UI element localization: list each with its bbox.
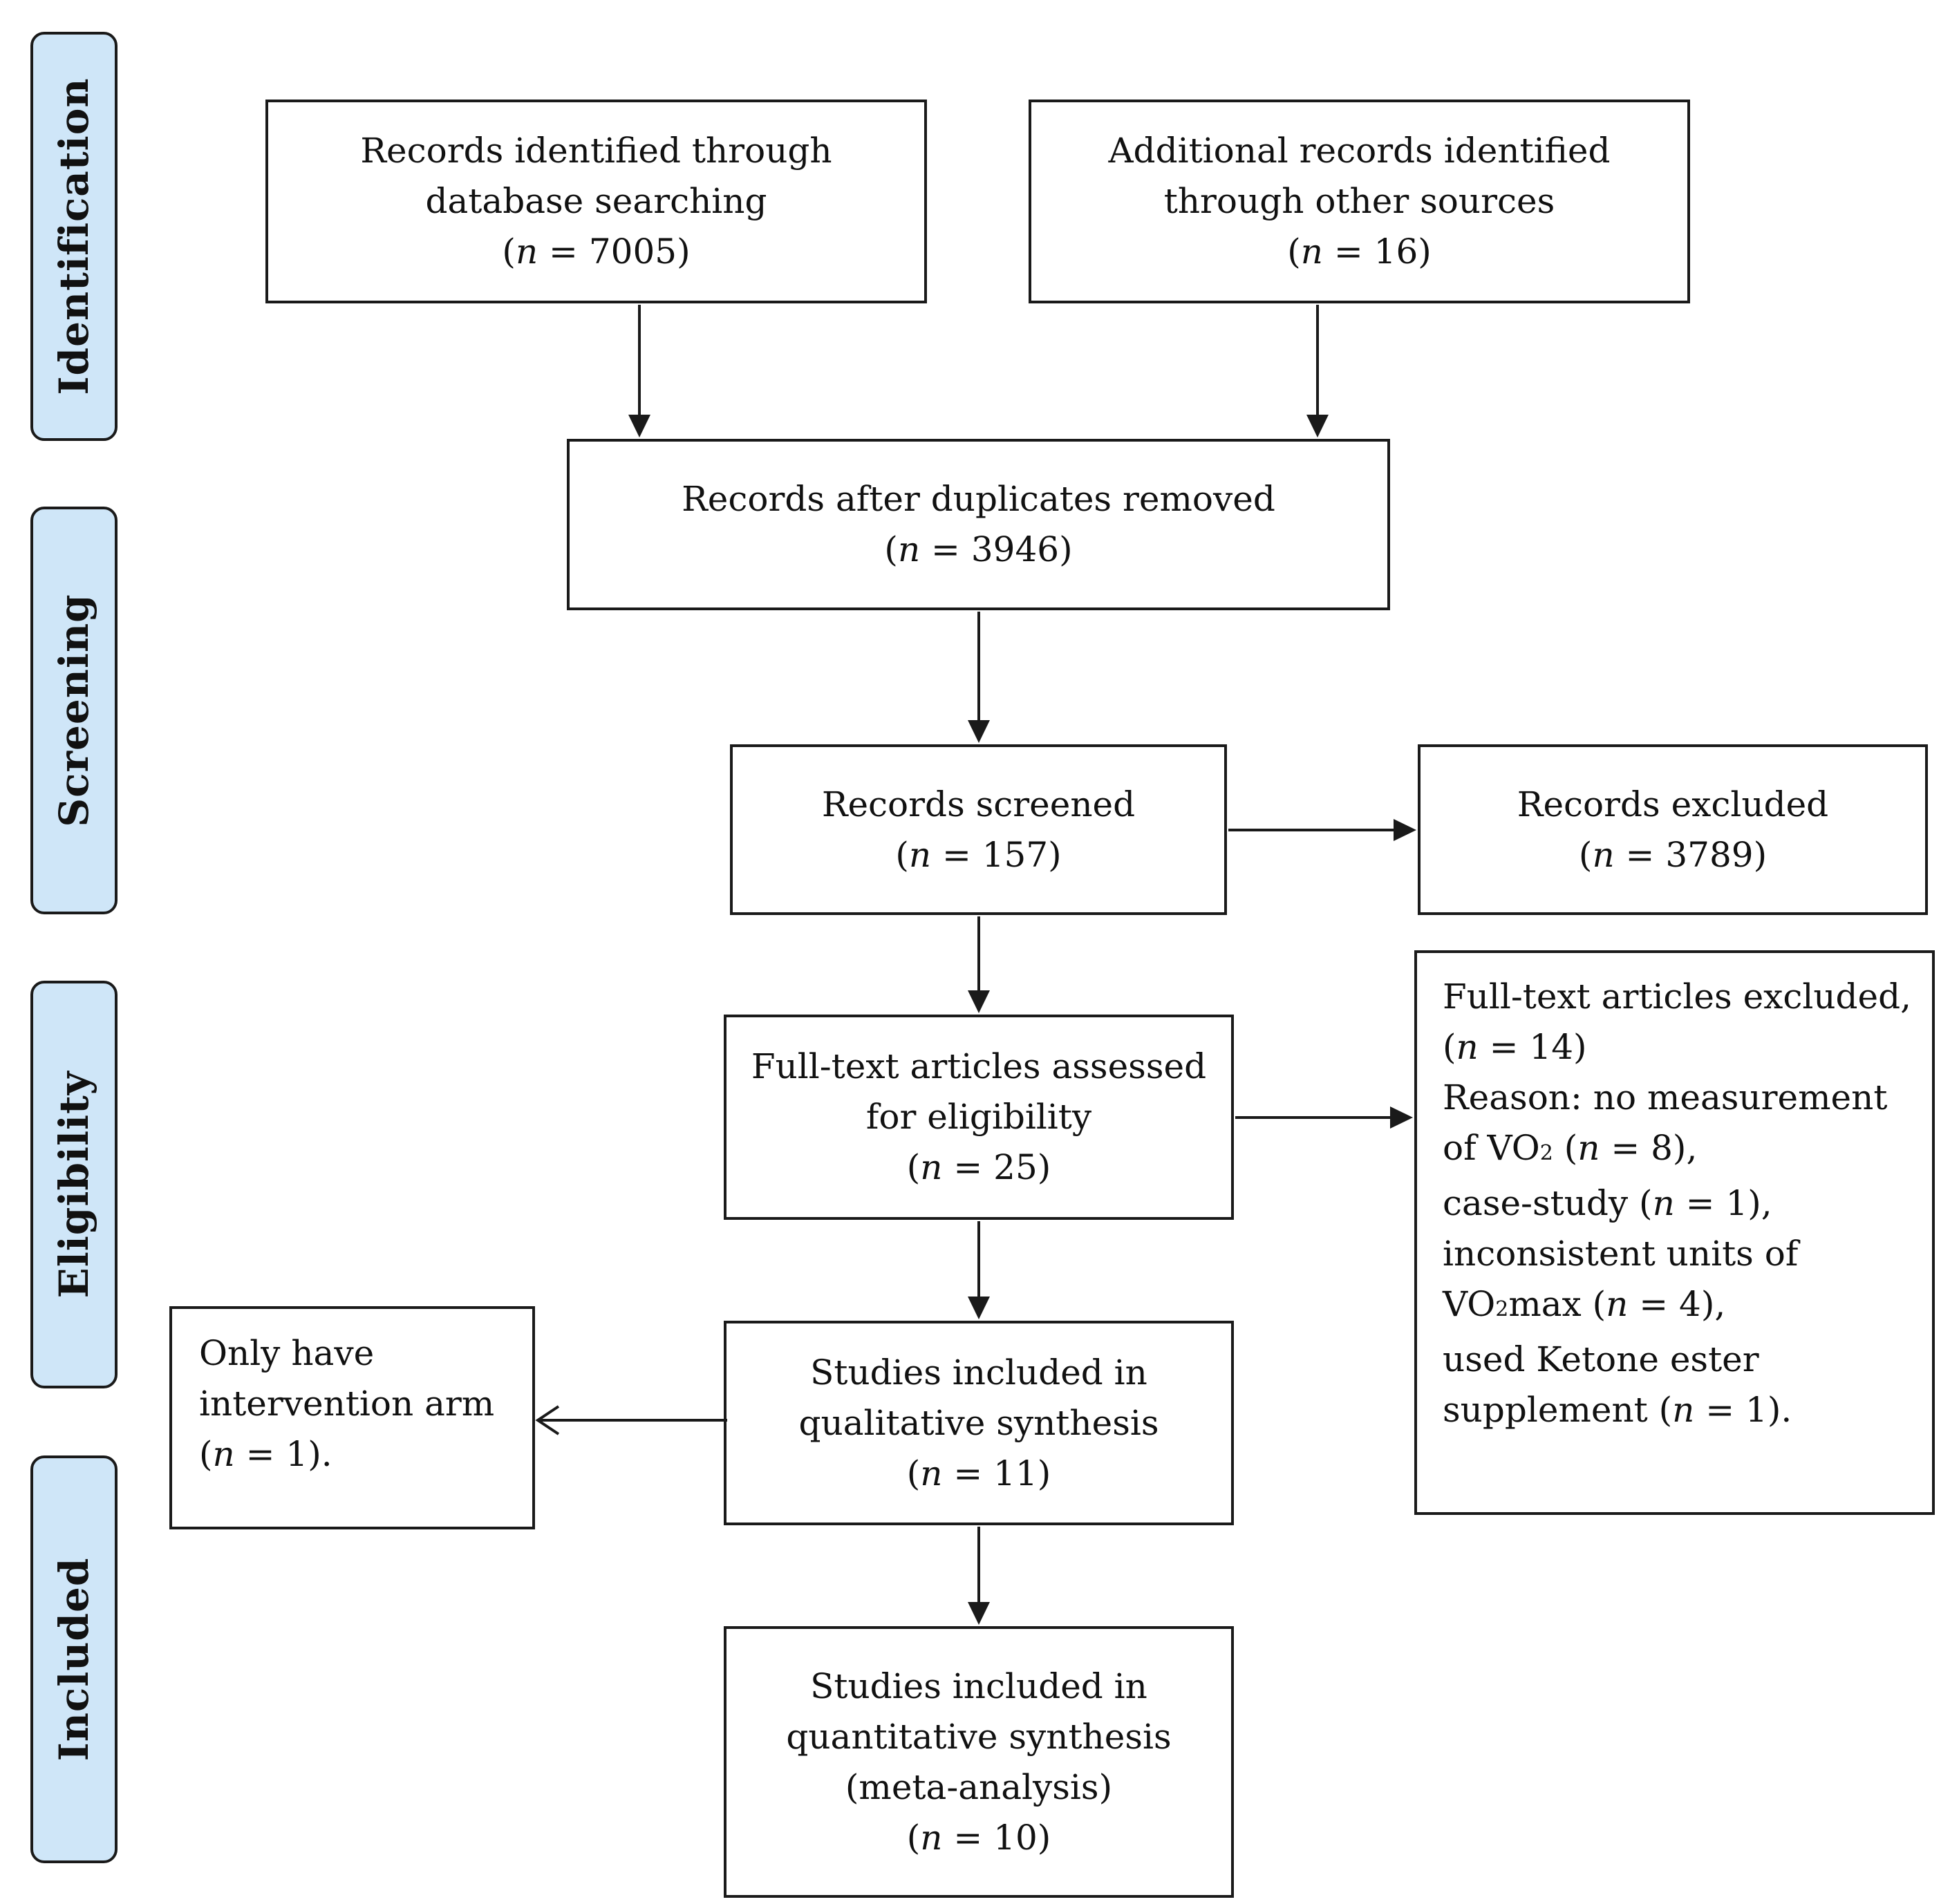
qualitative-count: (n = 11): [906, 1453, 1051, 1493]
box-records-excluded: Records excluded (n = 3789): [1418, 744, 1928, 915]
phase-identification-label: Identification: [50, 77, 97, 395]
quantitative-count: (n = 10): [906, 1817, 1051, 1858]
phase-included-label: Included: [50, 1557, 97, 1762]
box-database-search: Records identified through database sear…: [265, 100, 927, 303]
box-quantitative-synthesis: Studies included in quantitative synthes…: [724, 1626, 1234, 1898]
fulltext-excluded-line7: VO2max (n = 4),: [1443, 1284, 1726, 1324]
quantitative-line1: Studies included in: [810, 1666, 1147, 1706]
arrow-qualitative-to-intervention-only: [535, 1405, 727, 1435]
box-database-search-line1: Records identified through: [360, 131, 832, 171]
box-fulltext-assessed-count: (n = 25): [906, 1147, 1051, 1187]
phase-eligibility: Eligibility: [30, 981, 118, 1388]
box-qualitative-synthesis: Studies included in qualitative synthesi…: [724, 1321, 1234, 1525]
fulltext-excluded-line4: of VO2 (n = 8),: [1443, 1128, 1698, 1168]
arrow-fulltext-to-qualitative: [968, 1221, 990, 1319]
quantitative-line3: (meta-analysis): [845, 1766, 1113, 1807]
intervention-only-line2: intervention arm: [199, 1384, 495, 1424]
box-database-search-count: (n = 7005): [502, 232, 691, 272]
arrow-other-to-duplicates: [1306, 305, 1329, 437]
fulltext-excluded-line9: supplement (n = 1).: [1443, 1390, 1792, 1430]
fulltext-excluded-line2: (n = 14): [1443, 1027, 1587, 1067]
arrow-fulltext-to-excluded: [1235, 1106, 1413, 1129]
box-duplicates-removed-count: (n = 3946): [884, 529, 1073, 569]
qualitative-line1: Studies included in: [810, 1352, 1147, 1393]
box-other-sources-line1: Additional records identified: [1108, 131, 1611, 171]
box-fulltext-assessed-line2: for eligibility: [865, 1097, 1092, 1137]
box-fulltext-assessed: Full-text articles assessed for eligibil…: [724, 1015, 1234, 1220]
box-records-excluded-line1: Records excluded: [1517, 784, 1829, 824]
intervention-only-line1: Only have: [199, 1333, 375, 1373]
phase-included: Included: [30, 1455, 118, 1863]
fulltext-excluded-line6: inconsistent units of: [1443, 1234, 1799, 1274]
fulltext-excluded-line8: used Ketone ester: [1443, 1339, 1759, 1379]
box-records-excluded-count: (n = 3789): [1578, 834, 1768, 875]
box-records-screened: Records screened (n = 157): [730, 744, 1227, 915]
phase-eligibility-label: Eligibility: [50, 1071, 97, 1299]
phase-identification: Identification: [30, 32, 118, 441]
arrow-duplicates-to-screened: [968, 612, 990, 743]
box-intervention-only: Only have intervention arm (n = 1).: [169, 1306, 535, 1529]
phase-screening-label: Screening: [50, 594, 97, 827]
phase-screening: Screening: [30, 507, 118, 914]
arrow-screened-to-fulltext: [968, 916, 990, 1013]
box-records-screened-line1: Records screened: [821, 784, 1136, 824]
box-records-screened-count: (n = 157): [895, 834, 1062, 875]
fulltext-excluded-line3: Reason: no measurement: [1443, 1077, 1888, 1118]
box-fulltext-assessed-line1: Full-text articles assessed: [751, 1046, 1207, 1086]
box-other-sources: Additional records identified through ot…: [1029, 100, 1690, 303]
arrow-screened-to-excluded: [1228, 819, 1416, 841]
arrow-qualitative-to-quantitative: [968, 1527, 990, 1625]
box-duplicates-removed: Records after duplicates removed (n = 39…: [567, 439, 1390, 610]
arrow-database-to-duplicates: [628, 305, 650, 437]
qualitative-line2: qualitative synthesis: [798, 1402, 1159, 1443]
fulltext-excluded-line1: Full-text articles excluded,: [1443, 977, 1912, 1017]
box-other-sources-count: (n = 16): [1287, 232, 1432, 272]
intervention-only-line3: (n = 1).: [199, 1434, 332, 1474]
box-duplicates-removed-line1: Records after duplicates removed: [682, 479, 1275, 519]
box-other-sources-line2: through other sources: [1163, 181, 1555, 221]
box-fulltext-excluded: Full-text articles excluded, (n = 14) Re…: [1414, 950, 1935, 1515]
box-database-search-line2: database searching: [425, 181, 767, 221]
quantitative-line2: quantitative synthesis: [786, 1716, 1172, 1757]
fulltext-excluded-line5: case-study (n = 1),: [1443, 1183, 1772, 1223]
